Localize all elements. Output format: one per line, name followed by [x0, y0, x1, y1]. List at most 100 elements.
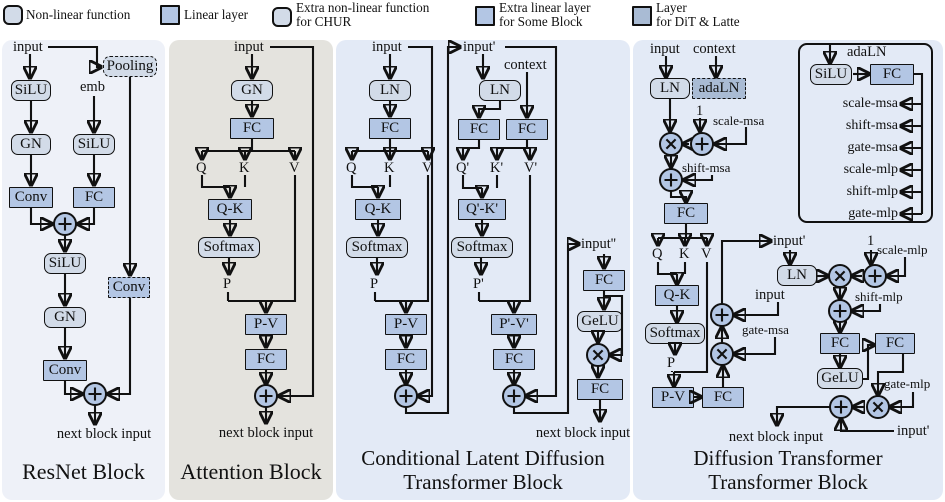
p3-qk: Q-K [355, 199, 401, 220]
p1-emb-label: emb [80, 79, 105, 95]
p4-gate-mlp-label: gate-mlp [884, 376, 931, 391]
p3-fc-7: FC [577, 379, 623, 400]
p4-one-msa-label: 1 [696, 103, 704, 119]
p3-input-label: input [372, 39, 402, 55]
p4-fc-2: FC [702, 387, 744, 408]
p3-title-line2: Transformer Block [403, 470, 563, 494]
p4-adaln-row-gate-mlp: gate-mlp [848, 206, 898, 221]
p4-p-label: P [667, 355, 676, 371]
p3-pv: P-V [385, 314, 427, 335]
p4-adaln-detail-title: adaLN [847, 44, 887, 60]
p3-input-doubleprime-label: input'' [581, 236, 617, 252]
legend-line: for Some Block [499, 14, 583, 29]
p3-fc-5: FC [493, 349, 535, 370]
p1-gn-1: GN [11, 134, 51, 155]
p4-adaln-fc: FC [870, 64, 914, 85]
p4-adaln-silu: SiLU [810, 64, 852, 85]
p2-softmax: Softmax [198, 237, 260, 258]
p3-pv-prime: P'-V' [491, 314, 537, 335]
p4-title-line2: Transformer Block [708, 470, 868, 494]
p4-k-label: K [679, 246, 690, 262]
legend-nonlinear-swatch [3, 5, 23, 25]
legend-extra-linear-label: Extra linear layer for Some Block [499, 1, 591, 29]
p4-gate-msa-label: gate-msa [742, 322, 789, 337]
p4-fc-4: FC [875, 333, 915, 354]
p4-fc-1: FC [664, 203, 708, 224]
p1-silu-2: SiLU [73, 134, 115, 155]
p4-shift-mlp-label: shift-mlp [855, 289, 903, 304]
p4-adaln-row-scale-mlp: scale-mlp [843, 162, 898, 177]
legend-line: Layer [656, 0, 687, 15]
p3-gelu: GeLU [577, 311, 623, 332]
p1-silu-3: SiLU [44, 253, 86, 274]
p4-q-label: Q [652, 246, 663, 262]
p1-conv-2: Conv [43, 360, 87, 381]
p4-ln-1: LN [650, 78, 690, 99]
p4-scale-msa-label: scale-msa [713, 113, 765, 128]
p3-context-label: context [504, 57, 547, 73]
legend-line: for CHUR [296, 14, 352, 29]
p1-fc-1: FC [73, 187, 115, 208]
p4-shift-msa-label: shift-msa [682, 160, 731, 175]
p3-v-label: V [422, 160, 433, 176]
p4-title-line1: Diffusion Transformer [693, 446, 883, 470]
p3-fc-q: FC [458, 119, 500, 140]
p2-v-label: V [289, 160, 300, 176]
p3-title-line1: Conditional Latent Diffusion [361, 446, 605, 470]
p1-next-block-input-label: next block input [56, 426, 152, 442]
p4-adaln-row-scale-msa: scale-msa [842, 96, 898, 111]
p1-conv-1: Conv [9, 187, 53, 208]
p4-v-label: V [701, 246, 712, 262]
p4-adaln-row-gate-msa: gate-msa [847, 140, 898, 155]
p1-input-label: input [13, 39, 43, 55]
legend-dit-layer-label: Layer for DiT & Latte [656, 1, 740, 29]
p4-scale-mlp-label: scale-mlp [877, 242, 928, 257]
p3-next-block-input-label: next block input [535, 425, 631, 441]
legend-line: Extra non-linear function [296, 0, 430, 15]
p3-k-prime-label: K' [490, 160, 504, 176]
p4-softmax: Softmax [645, 323, 705, 344]
p2-k-label: K [239, 160, 250, 176]
p4-adaln: adaLN [692, 78, 746, 99]
p4-next-block-input-label: next block input [728, 429, 824, 445]
p1-conv-shortcut: Conv [108, 277, 150, 298]
legend-extra-linear-swatch [475, 6, 495, 26]
p3-fc-2: FC [385, 349, 427, 370]
p3-p-label: P [370, 276, 379, 292]
legend-line: Extra linear layer [499, 0, 591, 15]
legend-dit-layer-swatch [632, 6, 652, 26]
p4-input-label: input [650, 41, 680, 57]
p3-softmax-1: Softmax [346, 237, 408, 258]
p2-gn: GN [231, 80, 273, 101]
p1-title: ResNet Block [22, 459, 145, 484]
legend-extra-nonlinear-swatch [272, 7, 292, 27]
p4-input-prime-bottom-label: input' [897, 423, 930, 439]
p4-input-prime-label: input' [773, 233, 806, 249]
p3-v-prime-label: V' [524, 160, 538, 176]
legend-extra-nonlinear-label: Extra non-linear function for CHUR [296, 1, 429, 29]
p4-fc-3: FC [820, 333, 860, 354]
legend-nonlinear-label: Non-linear function [26, 7, 131, 22]
p3-fc-kv: FC [506, 119, 548, 140]
p4-qk: Q-K [655, 285, 699, 306]
p3-q-prime-label: Q' [456, 160, 470, 176]
p2-fc-2: FC [245, 349, 287, 370]
p4-gelu: GeLU [817, 368, 863, 389]
p4-pv: P-V [652, 387, 694, 408]
p2-title: Attention Block [180, 459, 322, 484]
p1-silu-1: SiLU [11, 80, 51, 101]
p3-softmax-2: Softmax [451, 237, 513, 258]
p1-gn-2: GN [44, 307, 86, 328]
p2-fc-1: FC [230, 118, 274, 139]
p3-input-prime-label: input' [463, 39, 496, 55]
p4-adaln-row-shift-msa: shift-msa [845, 118, 898, 133]
p3-p-prime-label: P' [473, 276, 484, 292]
p4-input-residual-label: input [755, 287, 785, 303]
p3-fc-6: FC [583, 270, 625, 291]
legend-line: for DiT & Latte [656, 14, 740, 29]
p3-qk-prime: Q'-K' [458, 199, 506, 220]
p2-next-block-input-label: next block input [218, 425, 314, 441]
p3-q-label: Q [346, 160, 357, 176]
p1-pooling: Pooling [103, 56, 157, 77]
